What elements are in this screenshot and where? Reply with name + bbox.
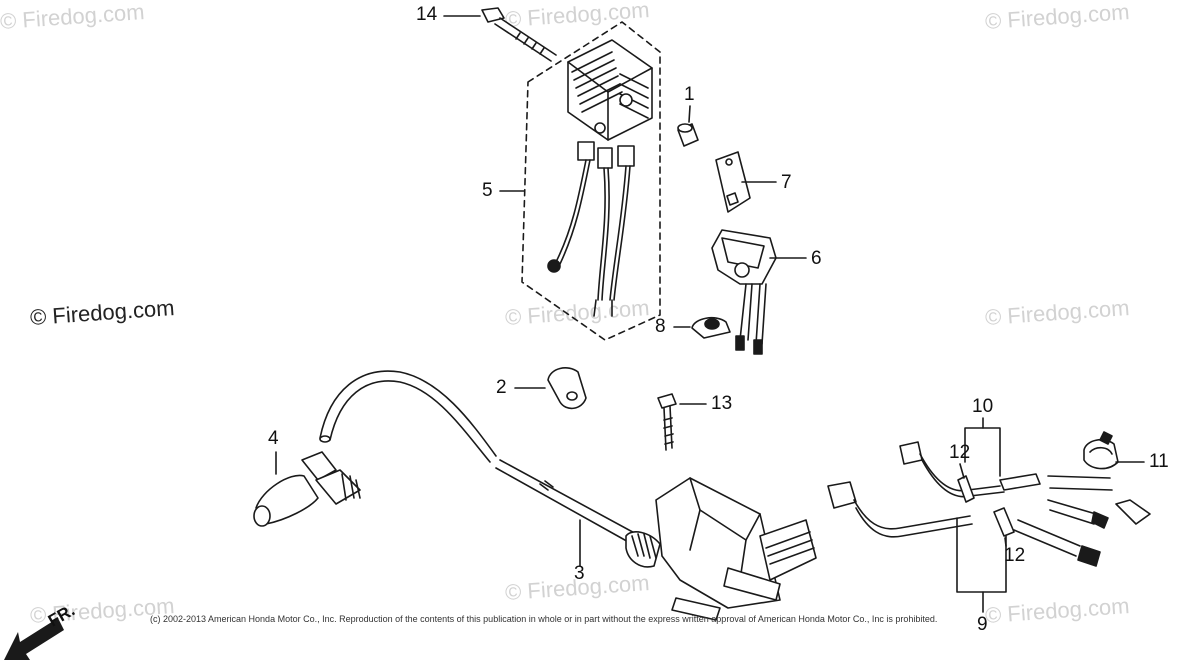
ignition-coil-3 xyxy=(625,477,817,621)
callout-13: 13 xyxy=(711,393,733,414)
ignition-cord xyxy=(319,370,641,545)
callout-2: 2 xyxy=(496,377,507,398)
bolt-13 xyxy=(657,393,677,451)
callout-8: 8 xyxy=(655,316,666,337)
harness-10 xyxy=(899,441,1151,529)
collar-1 xyxy=(677,123,699,147)
grommet-2 xyxy=(547,367,587,410)
clamp-8 xyxy=(691,316,731,339)
clip-11 xyxy=(1083,431,1119,470)
callout-3: 3 xyxy=(574,563,585,584)
front-arrow xyxy=(4,618,64,660)
callout-5: 5 xyxy=(482,180,493,201)
callout-11: 11 xyxy=(1149,451,1169,472)
bolt-14 xyxy=(481,7,557,62)
regulator-5 xyxy=(547,39,653,317)
plug-cap-4 xyxy=(253,451,361,527)
callout-1: 1 xyxy=(684,84,695,105)
callout-14: 14 xyxy=(416,4,438,25)
regulator-box xyxy=(521,21,661,341)
copyright-notice: (c) 2002-2013 American Honda Motor Co., … xyxy=(150,614,938,624)
callout-9: 9 xyxy=(977,614,988,635)
plate-7 xyxy=(715,151,751,213)
callout-10: 10 xyxy=(972,396,994,417)
callout-12: 12 xyxy=(1004,545,1026,566)
harness-9 xyxy=(827,481,1101,567)
callout-6: 6 xyxy=(811,248,822,269)
callout-4: 4 xyxy=(268,428,279,449)
module-6 xyxy=(711,229,777,355)
callout-7: 7 xyxy=(781,172,792,193)
callout-12: 12 xyxy=(949,442,971,463)
